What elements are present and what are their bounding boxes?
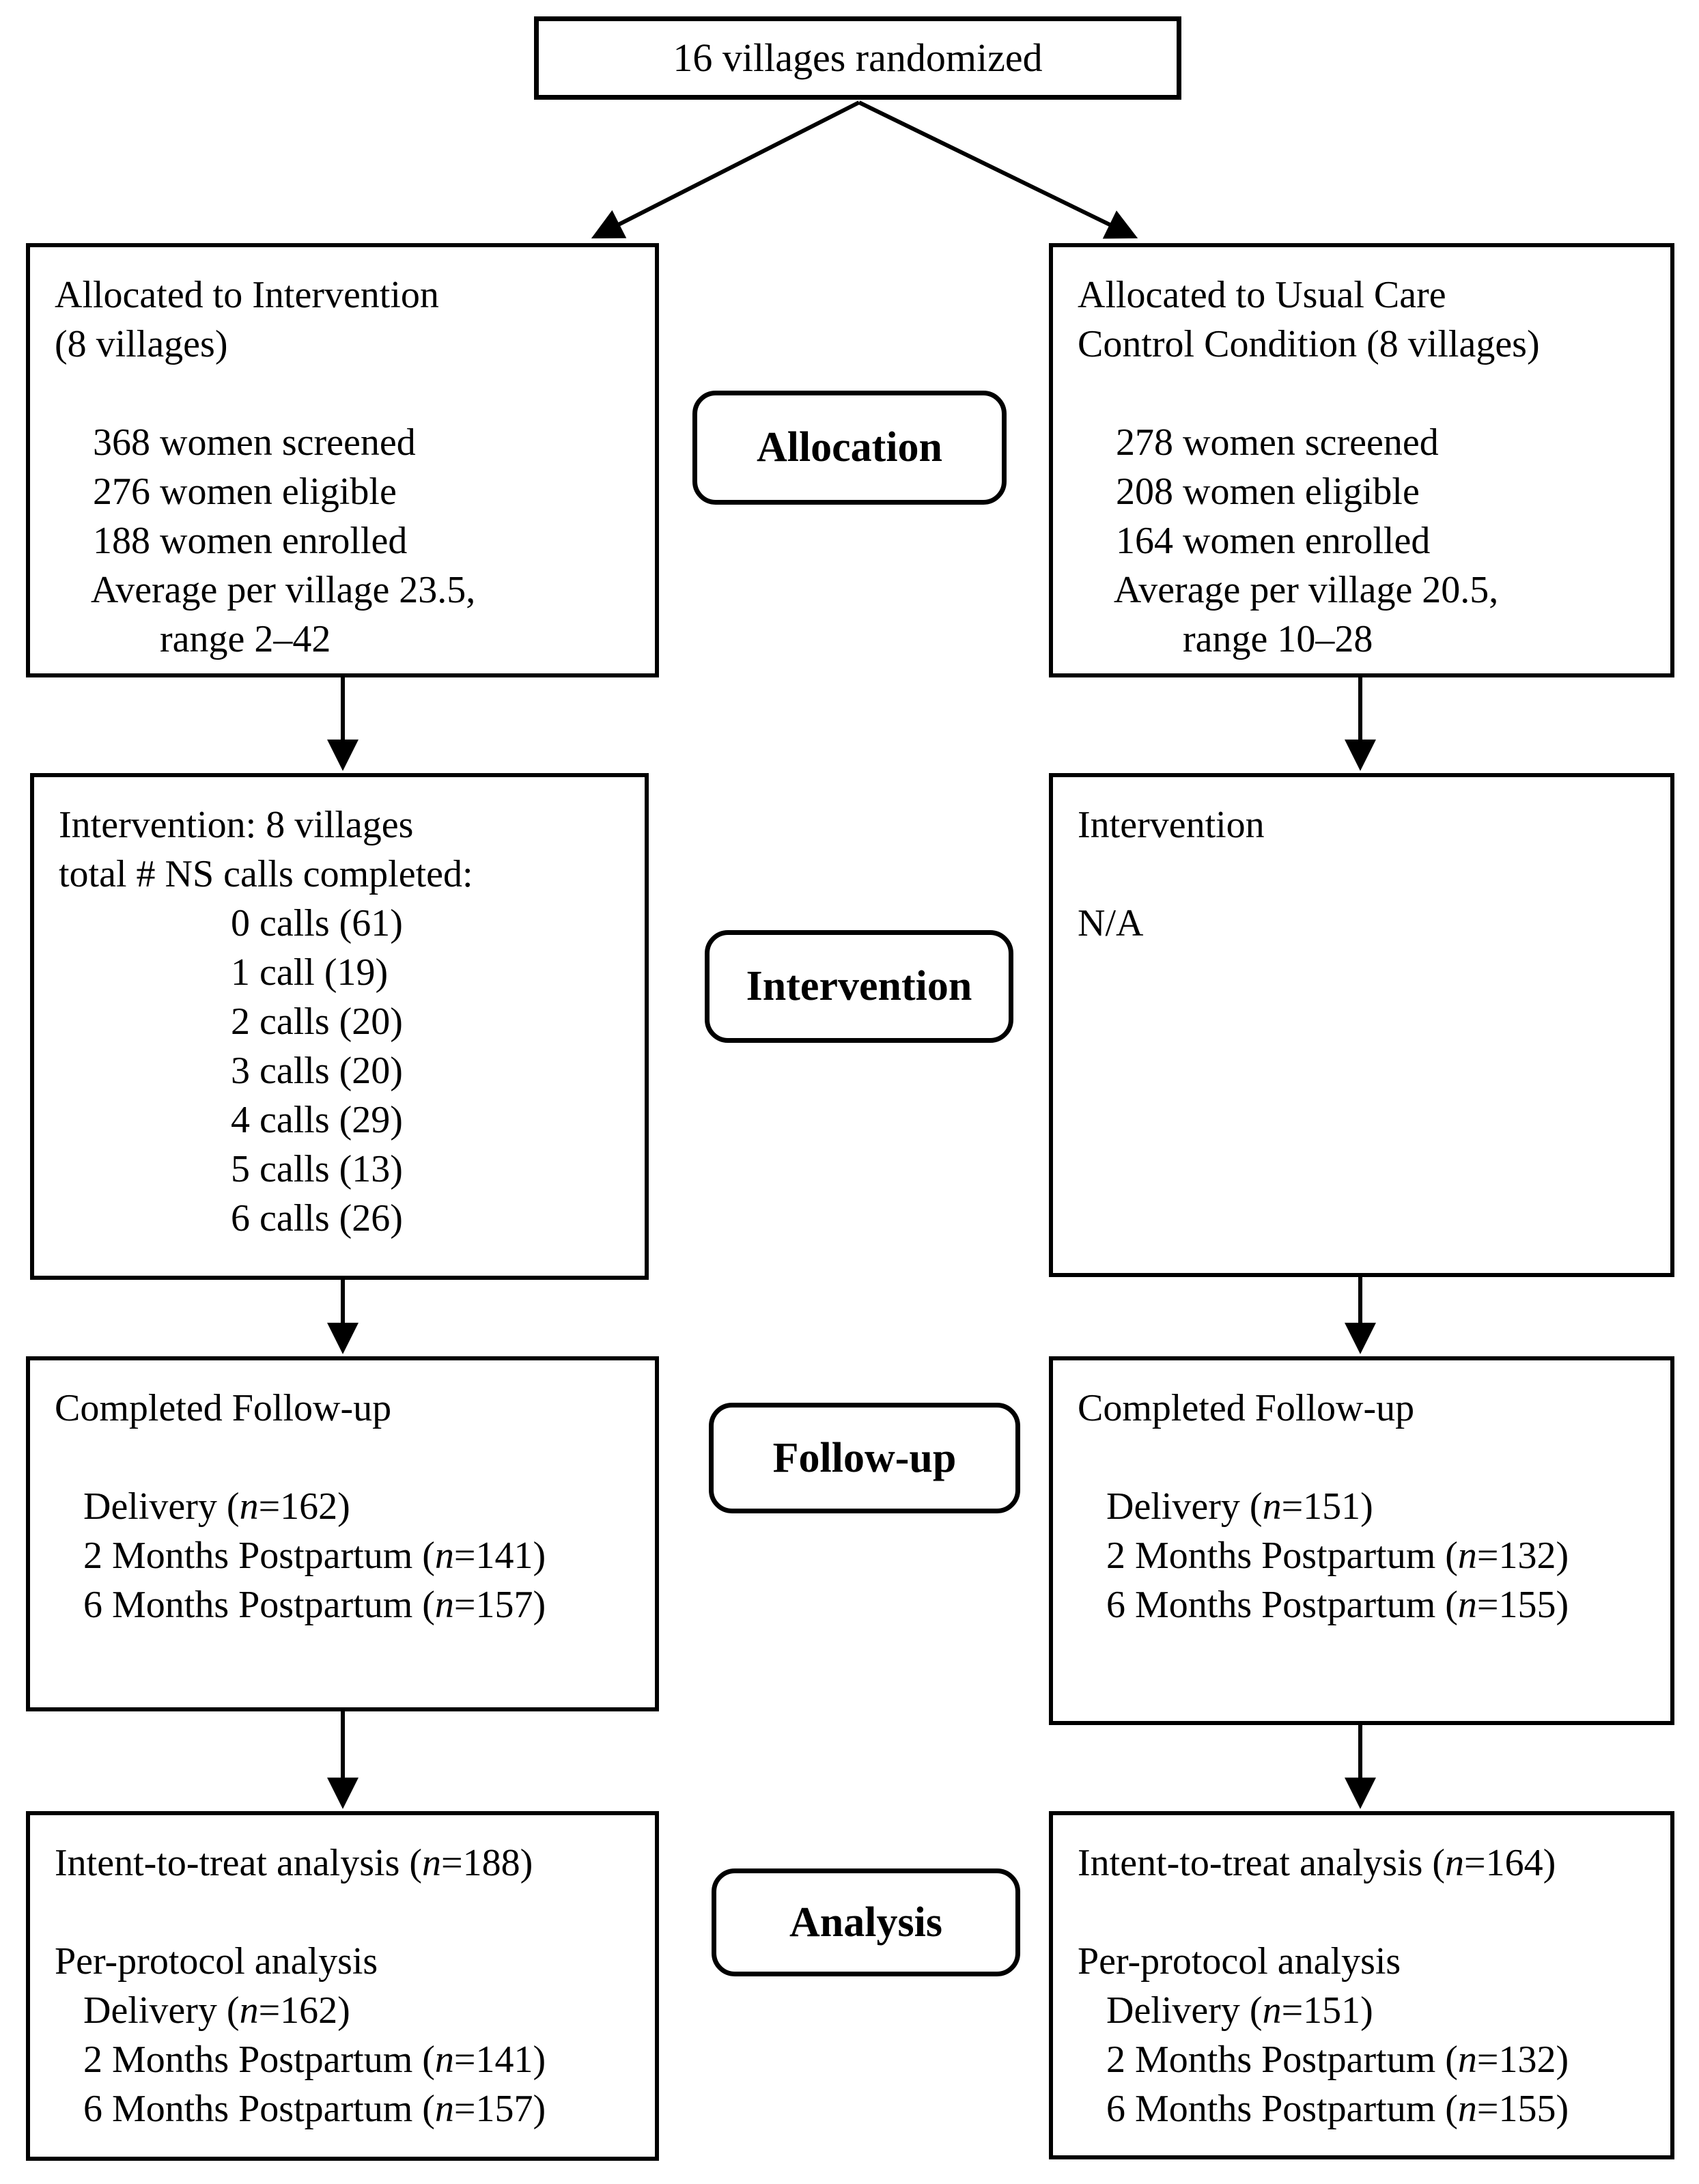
intervention-na-box: Intervention N/A <box>1049 773 1674 1277</box>
text-line: 2 Months Postpartum (n=132) <box>1078 1535 1569 1577</box>
text-line: 276 women eligible <box>55 471 397 513</box>
stage-label-intervention: Intervention <box>705 930 1013 1043</box>
text-line <box>1078 850 1646 899</box>
text-line: 2 Months Postpartum (n=141) <box>55 2039 546 2081</box>
text-line <box>55 1888 630 1937</box>
analysis-control-box: Intent-to-treat analysis (n=164) Per-pro… <box>1049 1811 1674 2159</box>
text-line <box>1078 1433 1646 1482</box>
text-line: range 2–42 <box>55 618 331 660</box>
text-line: Per-protocol analysis <box>1078 1940 1401 1983</box>
text-line: (8 villages) <box>55 323 228 365</box>
text-line: Completed Follow-up <box>55 1387 392 1429</box>
text-line: 6 Months Postpartum (n=157) <box>55 2088 546 2130</box>
analysis-intervention-box: Intent-to-treat analysis (n=188) Per-pro… <box>26 1811 659 2161</box>
stage-label-analysis: Analysis <box>712 1868 1020 1976</box>
text-line <box>55 1433 630 1482</box>
text-line: Intervention: 8 villages <box>59 804 414 846</box>
text-line: 6 Months Postpartum (n=155) <box>1078 2088 1569 2130</box>
text-line: total # NS calls completed: <box>59 853 473 895</box>
text-line: Intent-to-treat analysis (n=164) <box>1078 1842 1556 1884</box>
text-line: Delivery (n=151) <box>1078 1485 1373 1528</box>
randomized-box: 16 villages randomized <box>534 16 1181 100</box>
text-line: 164 women enrolled <box>1078 520 1431 562</box>
arrow-randomized-to-control-arm <box>858 100 1138 239</box>
text-line: 278 women screened <box>1078 421 1439 464</box>
allocated-intervention-box: Allocated to Intervention (8 villages) 36… <box>26 243 659 677</box>
text-line: Completed Follow-up <box>1078 1387 1415 1429</box>
intervention-calls-box: Intervention: 8 villages total # NS calls… <box>30 773 649 1280</box>
text-line: Average per village 20.5, <box>1078 569 1499 611</box>
text-line: Allocated to Intervention <box>55 274 439 316</box>
text-line <box>1078 1888 1646 1937</box>
text-line: Intent-to-treat analysis (n=188) <box>55 1842 533 1884</box>
text-line: 6 Months Postpartum (n=157) <box>55 1584 546 1626</box>
text-line: Delivery (n=162) <box>55 1989 350 2032</box>
followup-intervention-box: Completed Follow-up Delivery (n=162) 2 M… <box>26 1356 659 1711</box>
text-line: Delivery (n=162) <box>55 1485 350 1528</box>
stage-label-followup: Follow-up <box>709 1403 1020 1513</box>
text-line: Allocated to Usual Care <box>1078 274 1446 316</box>
text-line: 6 Months Postpartum (n=155) <box>1078 1584 1569 1626</box>
text-line: N/A <box>1078 902 1144 944</box>
text-line: Control Condition (8 villages) <box>1078 323 1540 365</box>
followup-control-box: Completed Follow-up Delivery (n=151) 2 M… <box>1049 1356 1674 1725</box>
text-line <box>1078 369 1646 418</box>
text-line: 368 women screened <box>55 421 416 464</box>
text-line: 208 women eligible <box>1078 471 1420 513</box>
text-line: 0 calls (61) <box>59 902 403 944</box>
text-line: 2 calls (20) <box>59 1000 403 1043</box>
text-line: Intervention <box>1078 804 1265 846</box>
text-line: range 10–28 <box>1078 618 1373 660</box>
text-line: Average per village 23.5, <box>55 569 476 611</box>
text-line: 2 Months Postpartum (n=141) <box>55 1535 546 1577</box>
text-line: 6 calls (26) <box>59 1197 403 1240</box>
text-line: Per-protocol analysis <box>55 1940 378 1983</box>
text-line: 4 calls (29) <box>59 1099 403 1141</box>
text-line: 2 Months Postpartum (n=132) <box>1078 2039 1569 2081</box>
stage-label-allocation: Allocation <box>692 391 1007 505</box>
text-line <box>55 369 630 418</box>
text-line: 5 calls (13) <box>59 1148 403 1190</box>
text-line: 188 women enrolled <box>55 520 408 562</box>
text-line: 3 calls (20) <box>59 1050 403 1092</box>
text-line: 1 call (19) <box>59 951 389 994</box>
text-line: Delivery (n=151) <box>1078 1989 1373 2032</box>
arrow-randomized-to-intervention-arm <box>591 100 860 239</box>
